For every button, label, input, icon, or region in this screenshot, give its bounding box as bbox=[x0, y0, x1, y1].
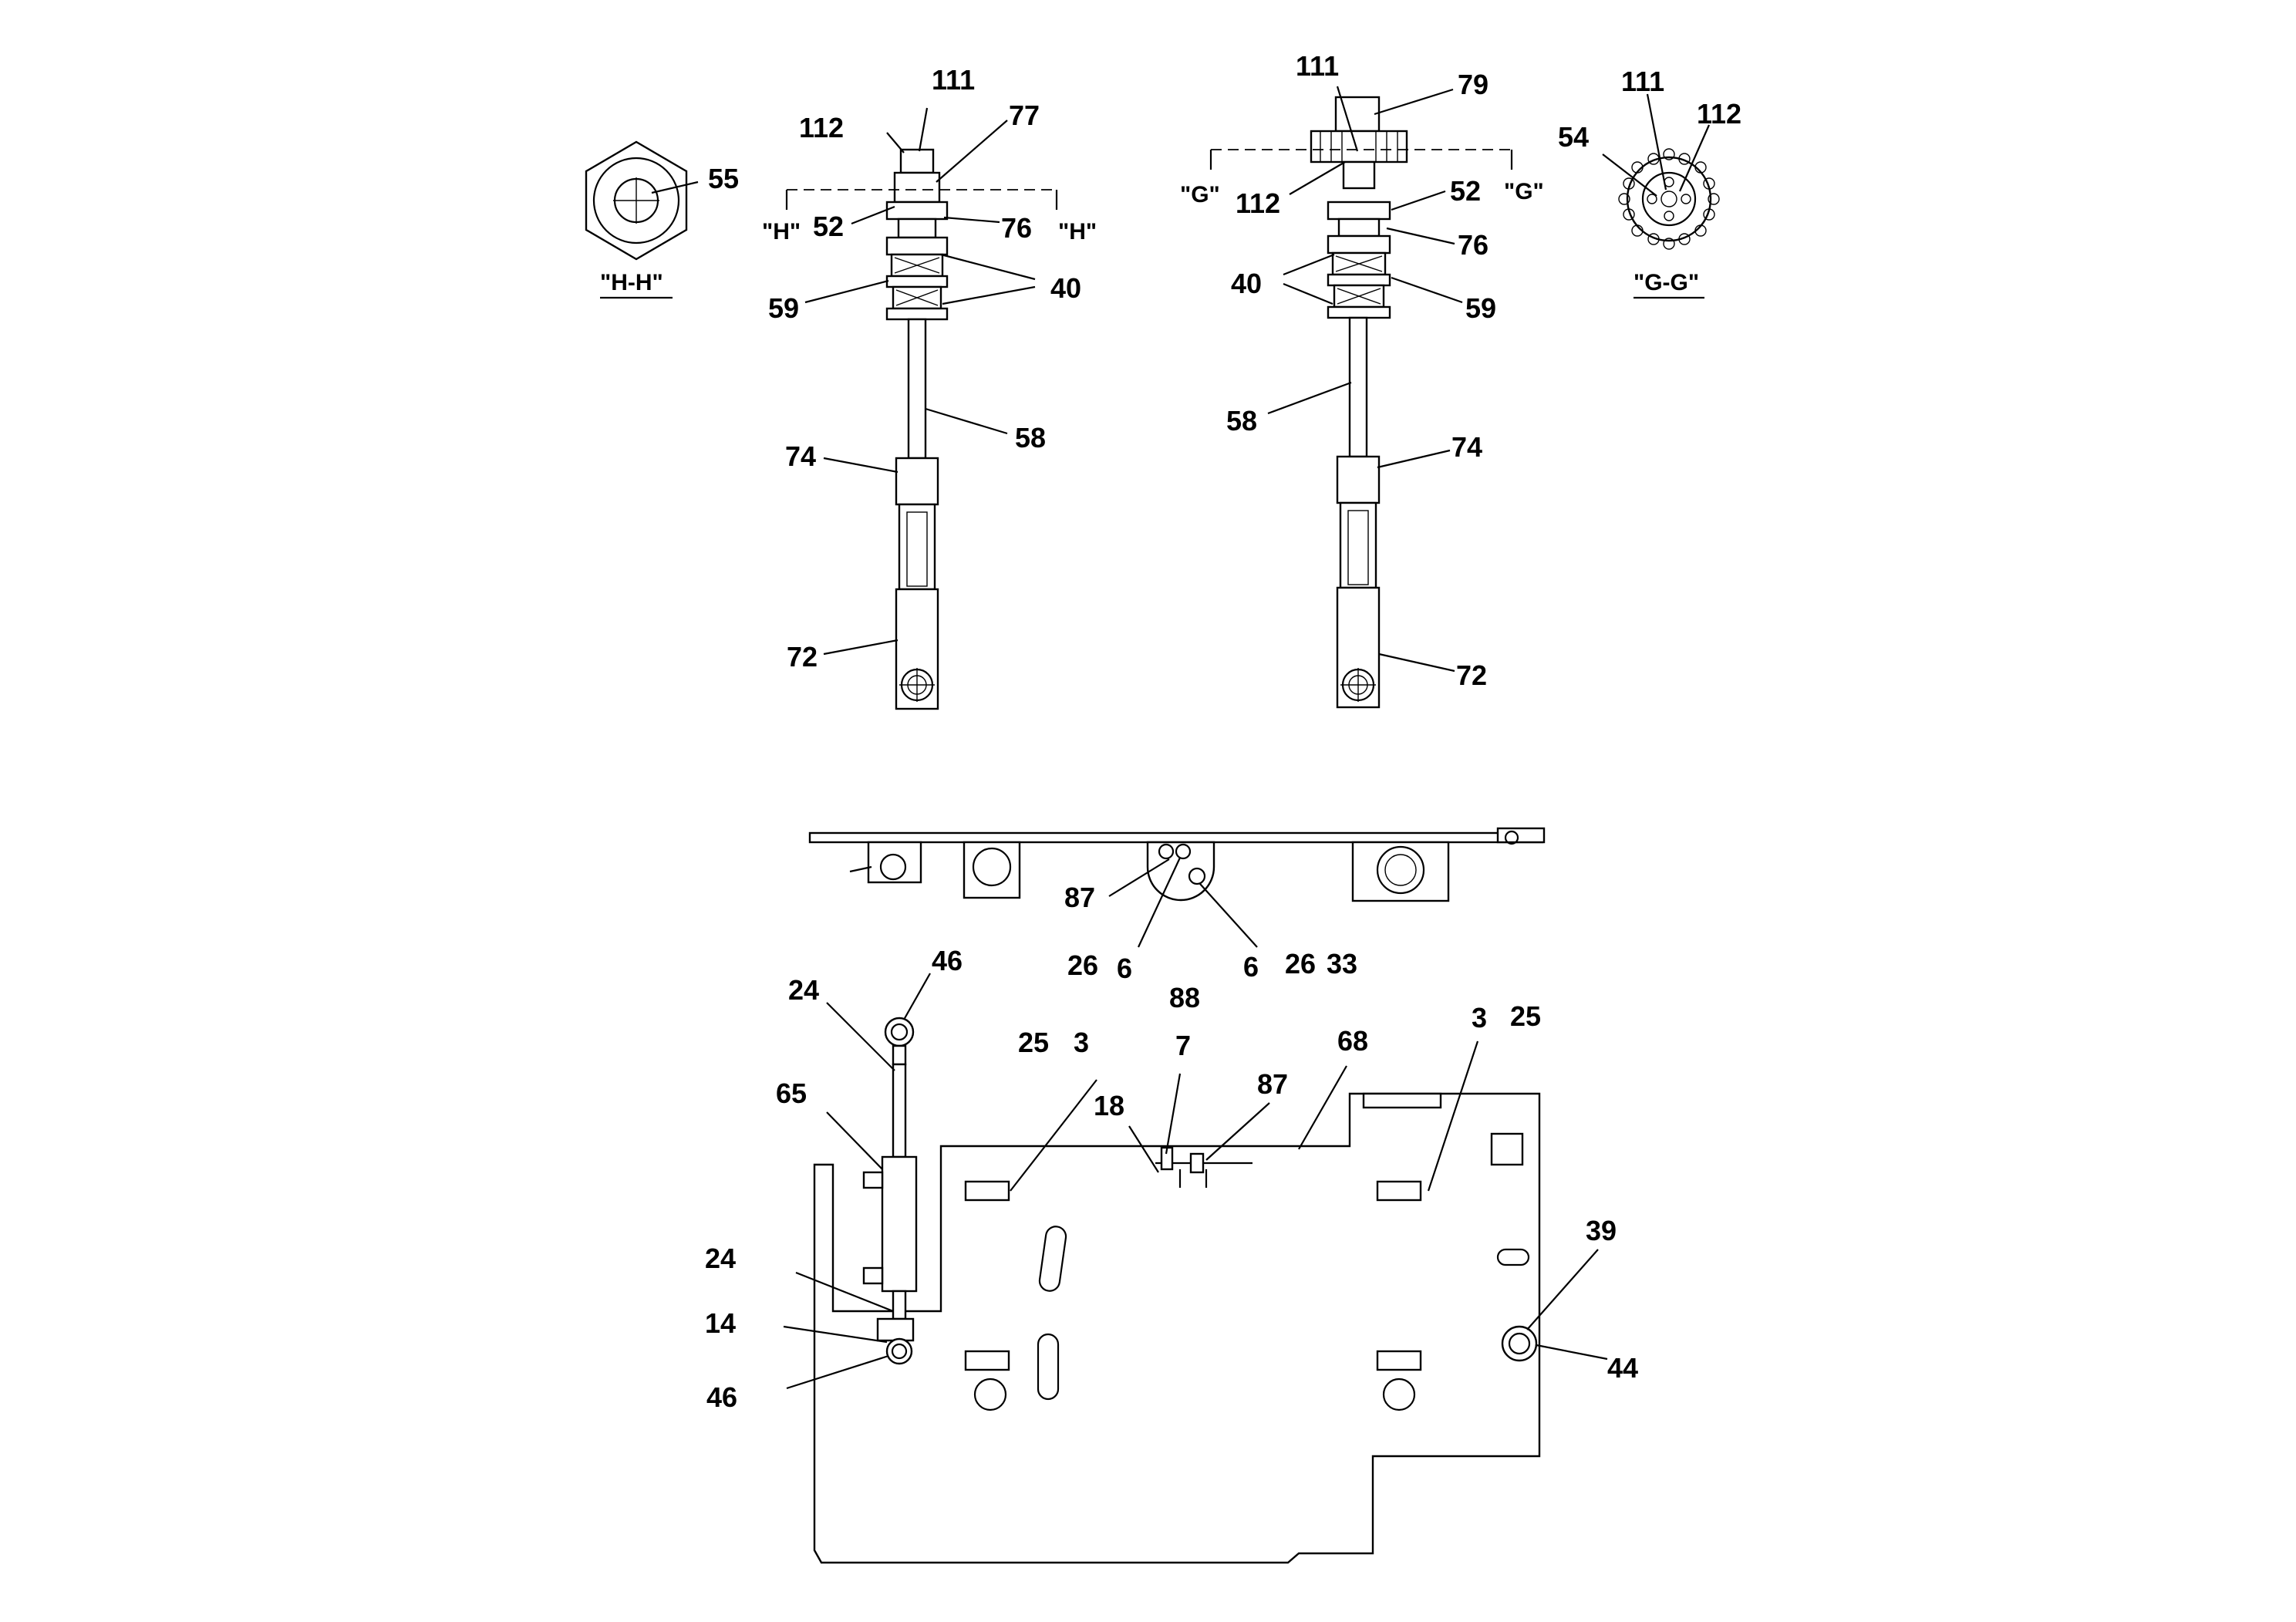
label-24-top: 24 bbox=[788, 974, 819, 1006]
label-40-left: 40 bbox=[1050, 272, 1081, 304]
mounting-plate-assembly bbox=[783, 973, 1608, 1564]
label-3-right: 3 bbox=[1472, 1002, 1487, 1034]
label-46-bottom: 46 bbox=[706, 1381, 737, 1413]
label-112-right: 112 bbox=[1236, 187, 1280, 219]
label-59-left: 59 bbox=[768, 292, 799, 324]
section-hh-detail: 55 "H-H" bbox=[585, 140, 739, 299]
label-26-left: 26 bbox=[1067, 949, 1098, 981]
label-74-left: 74 bbox=[785, 440, 816, 472]
label-88: 88 bbox=[1169, 982, 1200, 1013]
label-6-left: 6 bbox=[1117, 953, 1132, 984]
label-52-left: 52 bbox=[813, 211, 844, 242]
label-87-bottom: 87 bbox=[1257, 1068, 1288, 1100]
label-76-right: 76 bbox=[1458, 229, 1489, 261]
section-marker-h-right: "H" bbox=[1058, 219, 1097, 244]
label-14: 14 bbox=[705, 1307, 736, 1339]
label-24-bottom: 24 bbox=[705, 1243, 736, 1274]
section-title-hh: "H-H" bbox=[600, 270, 663, 295]
section-marker-h-left: "H" bbox=[762, 219, 801, 244]
label-3-left: 3 bbox=[1074, 1027, 1089, 1058]
label-111-right: 111 bbox=[1296, 50, 1339, 82]
label-54: 54 bbox=[1558, 121, 1589, 153]
leader-55 bbox=[651, 180, 699, 194]
label-52-right: 52 bbox=[1450, 175, 1481, 207]
label-58-left: 58 bbox=[1015, 422, 1046, 454]
label-7: 7 bbox=[1175, 1030, 1191, 1061]
label-87-top: 87 bbox=[1064, 882, 1095, 913]
section-marker-g-left: "G" bbox=[1180, 182, 1220, 207]
label-72-left: 72 bbox=[787, 641, 818, 673]
section-title-gg: "G-G" bbox=[1633, 270, 1699, 295]
label-59-right: 59 bbox=[1465, 292, 1496, 324]
label-111-left: 111 bbox=[932, 64, 975, 96]
label-25-right: 25 bbox=[1510, 1000, 1541, 1032]
label-55: 55 bbox=[708, 163, 739, 194]
bracket-rail bbox=[808, 827, 1546, 948]
label-46-top: 46 bbox=[932, 945, 963, 976]
label-79: 79 bbox=[1458, 69, 1489, 100]
label-74-right: 74 bbox=[1451, 431, 1482, 463]
section-marker-g-right: "G" bbox=[1504, 179, 1544, 204]
label-72-right: 72 bbox=[1456, 659, 1487, 691]
label-58-right: 58 bbox=[1226, 405, 1257, 437]
label-25-left: 25 bbox=[1018, 1027, 1049, 1058]
label-68: 68 bbox=[1337, 1025, 1368, 1057]
label-26-right: 26 bbox=[1285, 948, 1316, 980]
section-gg-detail bbox=[1602, 93, 1720, 299]
label-111-gg: 111 bbox=[1621, 66, 1664, 97]
right-actuator-assembly bbox=[1209, 86, 1513, 709]
label-77: 77 bbox=[1009, 99, 1040, 131]
mounting-plate bbox=[813, 1092, 1541, 1564]
label-33: 33 bbox=[1327, 948, 1357, 980]
label-39: 39 bbox=[1586, 1215, 1617, 1246]
label-40-right: 40 bbox=[1231, 268, 1262, 299]
spline-bore bbox=[592, 157, 680, 244]
label-6-right: 6 bbox=[1243, 951, 1259, 983]
label-44: 44 bbox=[1607, 1352, 1638, 1384]
label-112-gg: 112 bbox=[1697, 98, 1741, 130]
label-18: 18 bbox=[1094, 1090, 1124, 1121]
left-actuator-assembly bbox=[785, 107, 1058, 710]
label-112-left: 112 bbox=[799, 112, 844, 143]
label-65: 65 bbox=[776, 1077, 807, 1109]
label-76-left: 76 bbox=[1001, 212, 1032, 244]
